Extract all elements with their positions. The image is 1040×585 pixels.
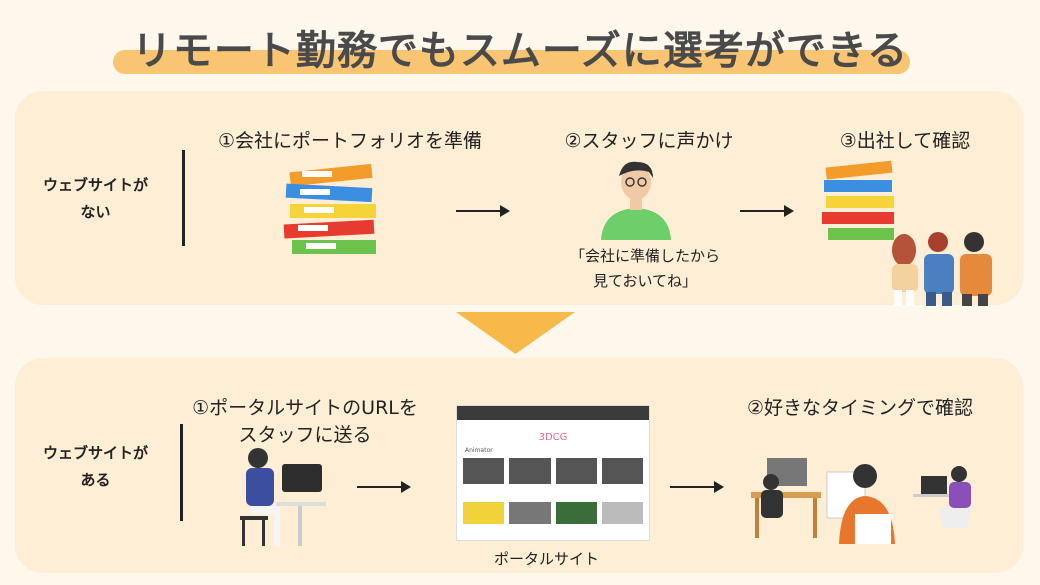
down-arrow-icon: [456, 312, 575, 354]
portal-site-screenshot: 3DCG Animator: [456, 405, 650, 541]
step-tell-staff: ②スタッフに声かけ: [564, 130, 734, 152]
portal-section: Animator: [465, 447, 493, 454]
divider-line: [182, 150, 185, 246]
arrow-right: [357, 481, 411, 493]
quote-line-1: 「会社に準備したから: [569, 247, 720, 265]
remote-worker-icon: [240, 448, 326, 546]
portal-nav: [457, 406, 649, 420]
arrow-right: [670, 481, 724, 493]
step-send-url: ①ポータルサイトのURLを スタッフに送る: [180, 393, 430, 447]
coworkers-icon: [751, 458, 971, 544]
portal-thumbnails: [457, 454, 649, 488]
portal-thumbnails: [457, 488, 649, 524]
divider-line: [180, 424, 183, 521]
staff-quote: 「会社に準備したから 見ておいてね」: [555, 244, 735, 294]
visitors-icon: [892, 232, 992, 306]
binders-icon: [822, 160, 894, 240]
step-send-url-line-1: ①ポータルサイトのURLを: [192, 397, 418, 419]
row-label-no-website: ウェブサイトが ない: [42, 176, 148, 221]
portal-caption: ポータルサイト: [494, 550, 600, 568]
arrow-right: [740, 205, 794, 217]
step-prepare-portfolio: ①会社にポートフォリオを準備: [217, 130, 483, 152]
staff-person-icon: [601, 161, 671, 240]
title-area: リモート勤務でもスムーズに選考ができる: [0, 10, 1040, 78]
row-label-with-website: ウェブサイトが ある: [42, 444, 148, 489]
binders-icon: [283, 163, 376, 254]
quote-line-2: 見ておいてね」: [592, 272, 698, 290]
portal-heading: 3DCG: [538, 432, 568, 443]
arrow-right: [456, 205, 510, 217]
title-highlight-bar: [113, 50, 910, 74]
step-check-anytime: ②好きなタイミングで確認: [746, 397, 974, 419]
step-visit-office: ③出社して確認: [839, 130, 971, 152]
page-title: リモート勤務でもスムーズに選考ができる: [131, 28, 909, 74]
step-send-url-line-2: スタッフに送る: [238, 424, 372, 446]
